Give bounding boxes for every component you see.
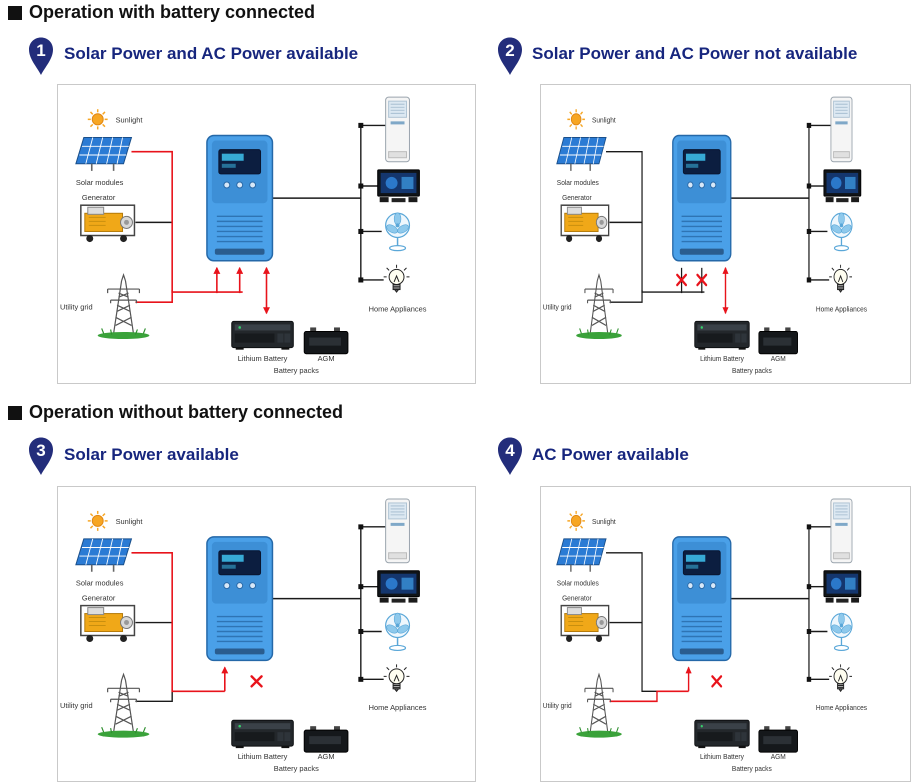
home-appliances-label: Home Appliances	[816, 705, 868, 712]
utility-grid-label: Utility grid	[543, 303, 572, 312]
section-heading-text: Operation without battery connected	[29, 402, 344, 422]
diagram-icons	[76, 97, 420, 354]
battery-packs-label: Battery packs	[732, 366, 772, 375]
sunlight-label: Sunlight	[116, 115, 144, 124]
panel-2-title: Solar Power and AC Power not available	[532, 44, 858, 63]
utility-grid-label: Utility grid	[543, 703, 572, 710]
sunlight-label: Sunlight	[592, 519, 616, 526]
home-appliances-label: Home Appliances	[369, 304, 427, 313]
battery-packs-label: Battery packs	[274, 366, 319, 375]
appliance-trunk-wire	[730, 523, 832, 683]
sunlight-label: Sunlight	[116, 517, 144, 526]
svg-text:3: 3	[36, 441, 45, 460]
lithium-battery-label: Lithium Battery	[238, 752, 288, 761]
svg-text:2: 2	[505, 41, 514, 60]
appliance-trunk-wire	[271, 523, 387, 683]
generator-label: Generator	[562, 194, 592, 203]
diagram-icons	[557, 97, 861, 354]
panel-2-number-badge: 2	[498, 37, 522, 75]
lithium-battery-label: Lithium Battery	[700, 354, 744, 363]
lithium-battery-label: Lithium Battery	[238, 354, 288, 363]
section-bullet-icon	[8, 5, 22, 20]
power-flow-wires	[606, 122, 832, 315]
diagram-panel-2: Sunlight Solar modules Generator Utility…	[540, 84, 911, 384]
battery-absent-x-icon	[250, 675, 263, 688]
agm-label: AGM	[771, 754, 786, 761]
solar-modules-label: Solar modules	[557, 580, 599, 587]
sunlight-label: Sunlight	[592, 116, 616, 125]
agm-label: AGM	[318, 354, 335, 363]
appliance-trunk-wire	[271, 122, 387, 284]
panel-3-title: Solar Power available	[64, 445, 239, 464]
svg-text:1: 1	[36, 41, 45, 60]
appliance-trunk-wire	[730, 122, 832, 284]
agm-label: AGM	[318, 752, 335, 761]
utility-grid-label: Utility grid	[60, 701, 93, 710]
diagram-labels: Sunlight Solar modules Generator Utility…	[60, 517, 427, 773]
diagram-panel-3: Sunlight Solar modules Generator Utility…	[57, 486, 476, 782]
diagram-panel-4: Sunlight Solar modules Generator Utility…	[540, 486, 911, 782]
generator-label: Generator	[82, 594, 116, 603]
panel-1-number-badge: 1	[29, 37, 53, 75]
diagram-panel-1: Sunlight Solar modules Generator Utility…	[57, 84, 476, 384]
diagram-labels: Sunlight Solar modules Generator Utility…	[60, 115, 427, 375]
solar-modules-label: Solar modules	[557, 179, 599, 188]
diagram-icons	[557, 499, 861, 752]
panel-4-title: AC Power available	[532, 445, 689, 464]
panel-4-number-badge: 4	[498, 437, 522, 475]
section-heading-with-battery: Operation with battery connected	[8, 2, 315, 23]
svg-text:4: 4	[505, 441, 515, 460]
section-heading-without-battery: Operation without battery connected	[8, 402, 343, 423]
section-heading-text: Operation with battery connected	[29, 2, 316, 22]
lithium-battery-label: Lithium Battery	[700, 754, 744, 761]
diagram-labels: Sunlight Solar modules Generator Utility…	[543, 116, 868, 375]
solar-modules-label: Solar modules	[76, 178, 124, 187]
agm-label: AGM	[771, 354, 786, 363]
power-flow-wires	[131, 122, 387, 315]
home-appliances-label: Home Appliances	[816, 305, 868, 314]
generator-label: Generator	[562, 595, 592, 602]
battery-packs-label: Battery packs	[274, 764, 319, 773]
panel-3-number-badge: 3	[29, 437, 53, 475]
diagram-labels: Sunlight Solar modules Generator Utility…	[543, 519, 868, 774]
battery-packs-label: Battery packs	[732, 766, 772, 773]
home-appliances-label: Home Appliances	[369, 703, 427, 712]
power-flow-wires	[606, 523, 832, 703]
solar-modules-label: Solar modules	[76, 579, 124, 588]
panel-1-title: Solar Power and AC Power available	[64, 44, 359, 63]
diagram-icons	[76, 499, 420, 752]
utility-grid-label: Utility grid	[60, 302, 93, 311]
battery-absent-x-icon	[711, 675, 723, 688]
power-flow-wires	[131, 523, 387, 702]
generator-label: Generator	[82, 193, 116, 202]
section-bullet-icon	[8, 405, 22, 420]
